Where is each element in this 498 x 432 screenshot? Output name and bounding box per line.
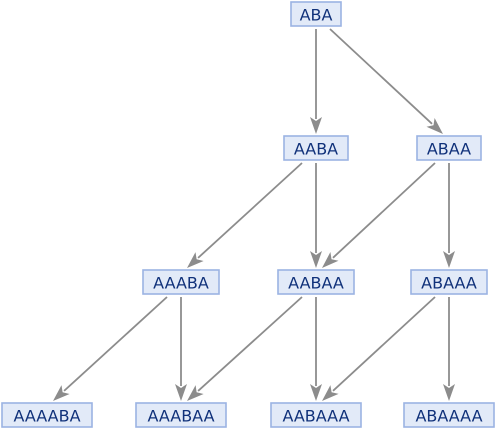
node-label: ABAAAA (415, 407, 482, 426)
edge-line (332, 296, 436, 392)
edge-AABAA-to-AABAAA (310, 297, 322, 401)
node-label: AABAAA (282, 407, 349, 426)
node-label: AAABA (153, 274, 209, 293)
node-box (142, 269, 220, 295)
edge-ABAAA-to-AABAAA (322, 296, 436, 401)
edge-AABA-to-AAABA (187, 162, 303, 268)
edge-line (332, 162, 436, 259)
arrowhead (310, 384, 322, 401)
node-label: ABAAA (421, 274, 477, 293)
edge-line (197, 162, 303, 259)
arrowhead (187, 385, 204, 401)
edge-AAABA-to-AAABAA (175, 297, 187, 401)
arrowhead (187, 252, 204, 268)
arrowhead (426, 118, 443, 134)
node-AAABAA: AAABAA (135, 402, 227, 428)
arrowhead (175, 384, 187, 401)
edge-AABAA-to-AAABAA (187, 296, 303, 401)
node-box (1, 402, 93, 428)
node-box (277, 269, 355, 295)
node-ABAAA: ABAAA (410, 269, 488, 295)
node-box (403, 402, 495, 428)
edge-line (197, 296, 303, 392)
node-AAAABA: AAAABA (1, 402, 93, 428)
edge-ABA-to-AABA (310, 29, 322, 134)
node-ABAAAA: ABAAAA (403, 402, 495, 428)
edge-ABAAA-to-ABAAAA (443, 297, 455, 401)
edge-ABAA-to-ABAAA (443, 163, 455, 268)
edge-line (63, 296, 168, 392)
node-box (270, 402, 362, 428)
edge-line (329, 28, 433, 125)
edge-ABAA-to-AABAA (322, 162, 436, 268)
arrowhead (322, 385, 339, 401)
node-label: AABA (294, 140, 338, 159)
node-label: AAAABA (13, 407, 80, 426)
node-box (410, 269, 488, 295)
node-label: AABAA (288, 274, 344, 293)
node-box (416, 135, 482, 161)
arrowhead (310, 117, 322, 134)
node-AABAA: AABAA (277, 269, 355, 295)
edges-layer (53, 28, 455, 401)
node-box (135, 402, 227, 428)
node-ABA: ABA (290, 1, 342, 27)
arrowhead (443, 251, 455, 268)
node-ABAA: ABAA (416, 135, 482, 161)
arrowhead (310, 251, 322, 268)
arrowhead (322, 252, 339, 268)
node-AABAAA: AABAAA (270, 402, 362, 428)
node-AAABA: AAABA (142, 269, 220, 295)
node-label: ABA (300, 6, 333, 25)
arrowhead (53, 385, 70, 401)
node-label: AAABAA (147, 407, 214, 426)
node-box (290, 1, 342, 27)
node-label: ABAA (427, 140, 471, 159)
arrowhead (443, 384, 455, 401)
node-box (283, 135, 349, 161)
edge-AABA-to-AABAA (310, 163, 322, 268)
node-AABA: AABA (283, 135, 349, 161)
edge-ABA-to-ABAA (329, 28, 443, 134)
edge-AAABA-to-AAAABA (53, 296, 168, 401)
